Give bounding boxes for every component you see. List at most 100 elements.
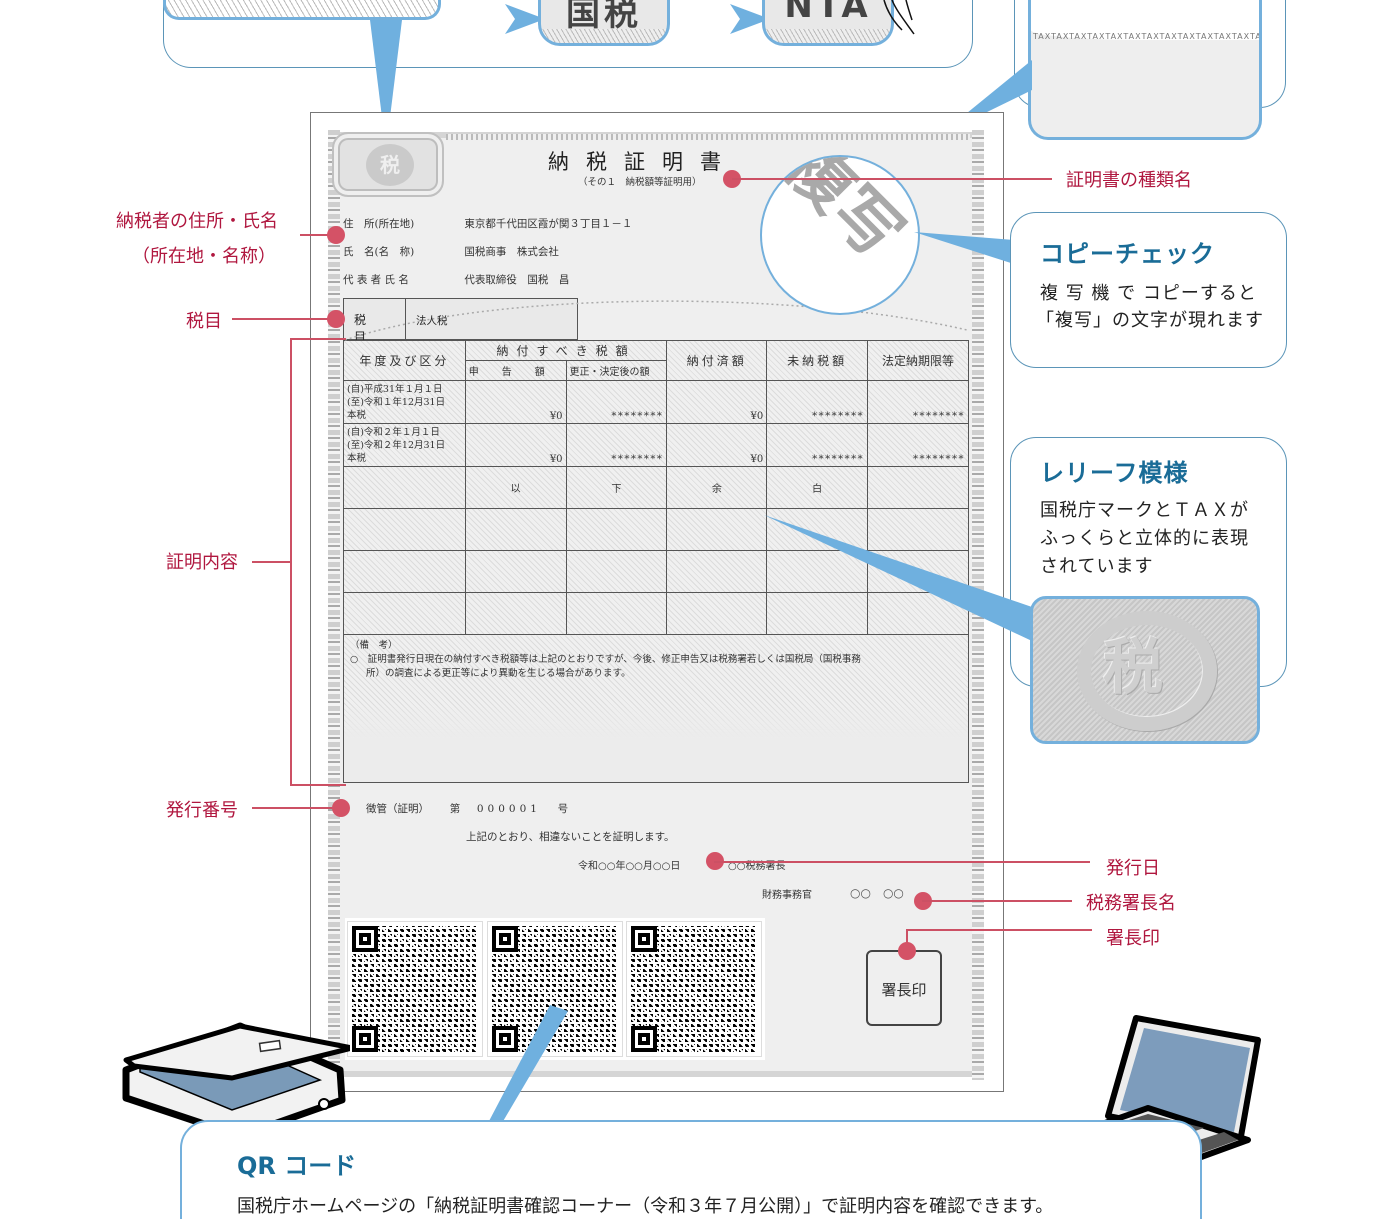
blank-cell [343,466,466,509]
certify-statement: 上記のとおり、相違ないことを証明します。 [466,831,675,843]
taxpayer-address-row: 住 所(所在地) 東京都千代田区霞が関３丁目１－１ [343,216,632,231]
taxpayer-name-row: 氏 名(名 称) 国税商事 株式会社 [343,244,559,259]
copy-check-body-1: 複 写 機 で コピーすると [1040,283,1257,304]
tax-item-label: 税 目 [344,299,406,344]
qr-section-title: QR コード [237,1152,357,1180]
period-to: (至)令和２年12月31日 [347,440,446,451]
blank-marker-3: 余 [666,466,768,509]
office-head: ○○税務署長 [728,861,786,872]
marker-dot [332,799,350,817]
table-row: (自)令和２年１月１日 (至)令和２年12月31日 本税 ¥0 ********… [343,423,969,467]
leader-line [906,929,1092,931]
paid-cell: ¥0 [666,423,768,467]
period-type: 本税 [347,410,367,421]
marker-dot [327,310,345,328]
qr-section-body: 国税庁ホームページの「納税証明書確認コーナー（令和３年７月公開）」で証明内容を確… [237,1196,1054,1217]
certificate-subtitle: （その１ 納税額等証明用） [578,177,702,188]
guilloche-border-left [328,130,340,1080]
leader-line-vertical [906,929,908,951]
blank-marker-2: 下 [565,466,668,509]
feature-card-2: NTA [762,0,894,46]
table-row: (自)平成31年１月１日 (至)令和１年12月31日 本税 ¥0 *******… [343,380,969,424]
period-to: (至)令和１年12月31日 [347,397,446,408]
copy-check-body-2: 「複写」の文字が現れます [1036,310,1264,331]
unpaid-cell: ******** [766,423,869,467]
table-header-row: 年度及び区分 納付すべき税額 納付済額 未納税額 法定納期限等 [343,340,969,381]
notes-heading: （備 考） [350,640,398,651]
label-taxpayer-line1: 納税者の住所・氏名 [116,211,278,232]
label-content: 証明内容 [166,552,238,573]
leader-line [232,318,336,320]
table-row-empty [343,592,969,635]
emblem-pattern-card [163,0,441,20]
qr-code-info-panel [180,1120,1202,1219]
copy-check-card [1010,212,1287,368]
taxpayer-name-label: 氏 名(名 称) [343,246,415,258]
relief-body-3: されています [1040,556,1154,577]
label-office-head-name: 税務署長名 [1086,893,1176,914]
corrected-cell: ******** [565,423,668,467]
leader-line [922,900,1072,902]
deadline-cell: ******** [867,423,969,467]
header-period: 年度及び区分 [343,340,466,381]
arrow-right-icon [505,4,545,34]
leader-line [714,861,1090,863]
callout-pointer [370,20,402,150]
corrected-cell: ******** [565,380,668,424]
head-stamp-box: 署長印 [866,950,942,1026]
taxpayer-address-label: 住 所(所在地) [343,218,415,230]
notes-row: （備 考） ○ 証明書発行日現在の納付すべき税額等は上記のとおりですが、今後、修… [343,634,969,783]
header-deadline: 法定納期限等 [867,340,969,381]
official-name: ○○ ○○ [850,886,904,900]
leader-line [732,178,1052,180]
feature-card-1: 国税 [538,0,670,46]
deadline-cell: ******** [867,380,969,424]
header-corrected: 更正・決定後の額 [565,360,668,381]
certificate-table: 年度及び区分 納付すべき税額 納付済額 未納税額 法定納期限等 申 告 額 更正… [343,340,969,783]
representative-label: 代 表 者 氏 名 [343,274,409,286]
issue-number-suffix: 号 [557,803,569,815]
label-issue-date: 発行日 [1106,858,1160,879]
feature-card-2-glyph: NTA [784,0,872,26]
feature-card-1-glyph: 国税 [566,0,642,34]
callout-pointer [764,515,1032,641]
issue-number-label: 第 [449,803,461,815]
tax-item-value: 法人税 [416,315,448,327]
label-issue-number: 発行番号 [166,800,238,821]
issue-date: 令和○○年○○月○○日 [578,861,681,872]
header-payable: 納付すべき税額 [464,340,668,361]
relief-pattern-sample: 税 [1030,596,1260,744]
period-from: (自)平成31年１月１日 [347,384,443,395]
period-from: (自)令和２年１月１日 [347,427,440,438]
declared-cell: ¥0 [464,423,567,467]
copy-check-magnifier: 複写 [760,155,920,315]
issue-number-prefix: 徴管（証明） [366,803,429,815]
label-certificate-type: 証明書の種類名 [1066,170,1192,191]
taxpayer-address-value: 東京都千代田区霞が関３丁目１－１ [464,218,633,230]
blank-cell [867,466,969,509]
unpaid-cell: ******** [766,380,869,424]
bracket-top [290,338,346,340]
hand-icon [883,0,915,35]
period-cell: (自)平成31年１月１日 (至)令和１年12月31日 本税 [343,380,466,424]
certificate-title: 納税証明書 [548,150,738,174]
label-tax-item: 税目 [186,311,222,332]
leader-line [252,561,292,563]
relief-title: レリーフ模様 [1040,459,1189,487]
table-row-blank-marker: 以 下 余 白 [343,466,969,509]
marker-dot [327,226,345,244]
bracket-bottom [290,784,346,786]
representative-row: 代 表 者 氏 名 代表取締役 国税 昌 [343,272,569,287]
marker-dot [898,942,916,960]
arrow-right-icon [730,4,770,34]
copy-check-title: コピーチェック [1040,240,1215,268]
nta-emblem-glyph: 税 [366,144,414,186]
leader-line [252,807,336,809]
relief-body-2: ふっくらと立体的に表現 [1040,528,1249,549]
table-row-empty [343,508,969,551]
qr-code-3 [626,921,762,1057]
nta-emblem: 税 [332,132,444,197]
header-unpaid: 未納税額 [766,340,869,381]
leader-line [300,234,336,236]
tax-text-panel: TAXTAXTAXTAXTAXTAXTAXTAXTAXTAXTAXTAXTAX [1028,0,1262,140]
